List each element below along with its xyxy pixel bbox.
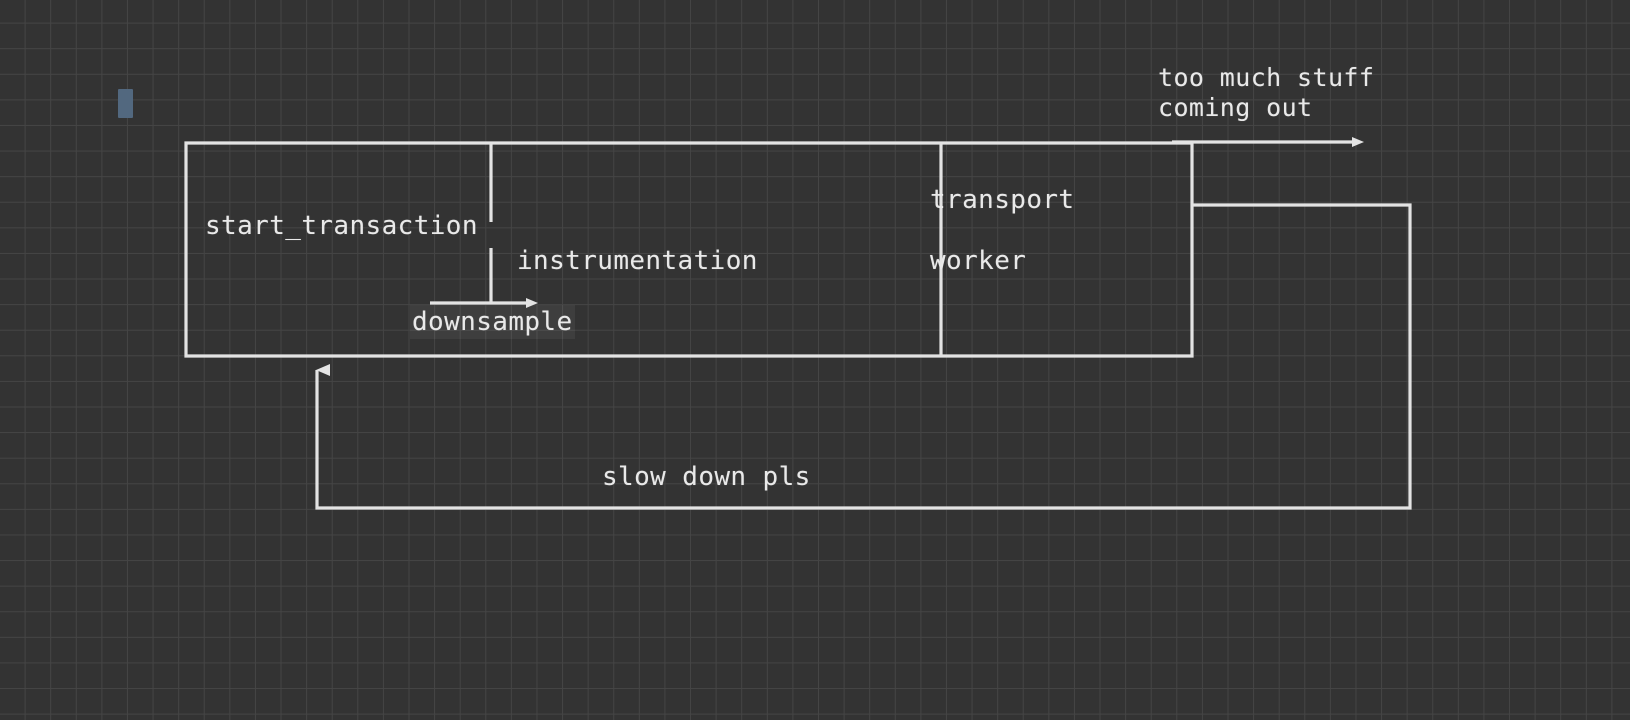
label-transport: transport (930, 185, 1075, 215)
label-instrumentation: instrumentation (517, 246, 758, 276)
label-start-transaction: start_transaction (205, 211, 478, 241)
label-slow-down-pls: slow down pls (602, 462, 811, 492)
label-too-much-stuff-line2: coming out (1158, 93, 1313, 122)
label-too-much-stuff-line1: too much stuff (1158, 63, 1375, 92)
label-downsample: downsample (410, 305, 575, 339)
text-cursor (118, 89, 133, 118)
feedback-loop-path (315, 203, 1412, 510)
label-worker: worker (930, 246, 1027, 276)
